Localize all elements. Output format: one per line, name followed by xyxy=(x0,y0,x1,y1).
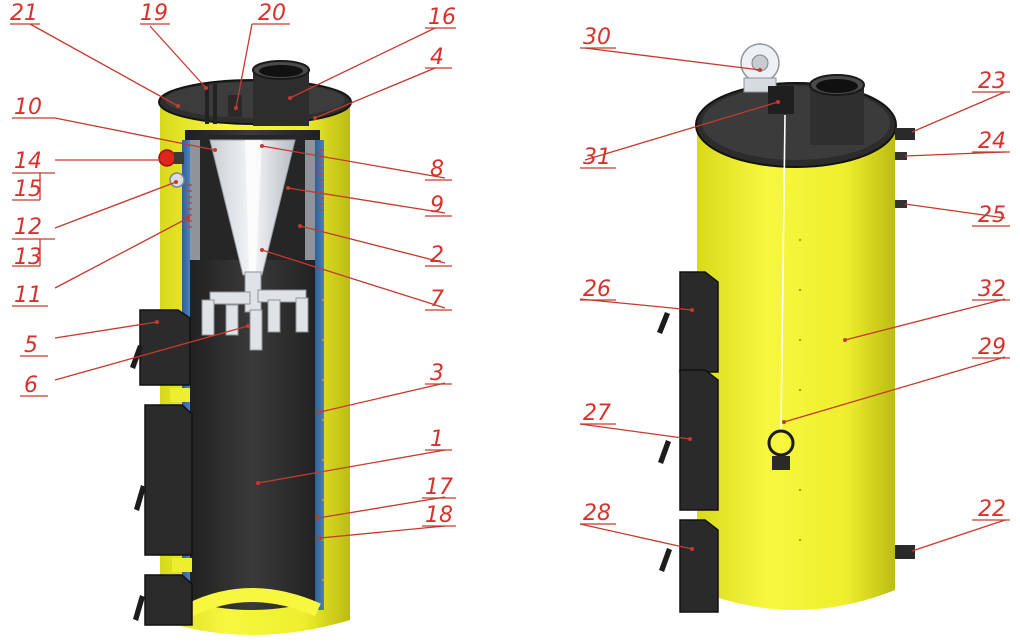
lower-door xyxy=(144,574,193,626)
callout-31: 31 xyxy=(583,145,611,170)
ext-upper-door xyxy=(679,271,719,373)
middle-door xyxy=(144,404,193,556)
callout-18: 18 xyxy=(425,503,453,528)
ext-middle-door xyxy=(679,369,719,511)
callout-32: 32 xyxy=(978,277,1006,302)
callout-4: 4 xyxy=(430,45,444,70)
callout-9: 9 xyxy=(430,193,444,218)
callout-19: 19 xyxy=(140,1,168,26)
distributor-legs xyxy=(201,271,309,351)
callout-1: 1 xyxy=(430,427,444,452)
water-jacket-right xyxy=(315,140,324,610)
callout-numbers: 21 19 20 16 4 10 14 15 12 13 11 5 6 8 9 … xyxy=(10,1,1010,528)
draft-chain xyxy=(780,114,786,431)
callout-27: 27 xyxy=(583,401,611,426)
nozzle-23 xyxy=(895,128,915,140)
upper-door xyxy=(139,309,191,386)
callout-6: 6 xyxy=(24,373,38,398)
callout-28: 28 xyxy=(583,501,611,526)
callout-23: 23 xyxy=(978,69,1006,94)
callout-22: 22 xyxy=(978,497,1006,522)
thermometer-red xyxy=(158,149,176,167)
callout-30: 30 xyxy=(583,25,611,50)
ext-lower-door xyxy=(679,519,719,613)
nozzle-22 xyxy=(895,545,915,559)
callout-7: 7 xyxy=(430,287,444,312)
callout-26: 26 xyxy=(583,277,611,302)
callout-5: 5 xyxy=(24,333,38,358)
callout-11: 11 xyxy=(14,283,42,308)
callout-25: 25 xyxy=(978,203,1006,228)
callout-24: 24 xyxy=(978,129,1006,154)
side-sensor xyxy=(169,172,185,188)
fan-housing xyxy=(768,86,794,114)
exterior-boiler xyxy=(657,43,915,613)
callout-29: 29 xyxy=(978,335,1006,360)
callout-12: 12 xyxy=(14,215,42,240)
nozzle-24 xyxy=(895,152,907,160)
callout-15: 15 xyxy=(14,177,42,202)
callout-16: 16 xyxy=(428,5,456,30)
chain-ring xyxy=(767,429,795,457)
cutaway-boiler xyxy=(130,60,352,635)
callout-3: 3 xyxy=(430,361,444,386)
callout-20: 20 xyxy=(258,1,286,26)
callout-8: 8 xyxy=(430,157,444,182)
callout-21: 21 xyxy=(10,1,38,26)
callout-14: 14 xyxy=(14,149,42,174)
leader-lines xyxy=(29,23,1006,552)
nozzle-25 xyxy=(895,200,907,208)
callout-10: 10 xyxy=(14,95,42,120)
callout-2: 2 xyxy=(430,243,444,268)
callout-17: 17 xyxy=(425,475,453,500)
exterior-shell xyxy=(697,125,895,610)
heat-fins xyxy=(186,149,324,228)
